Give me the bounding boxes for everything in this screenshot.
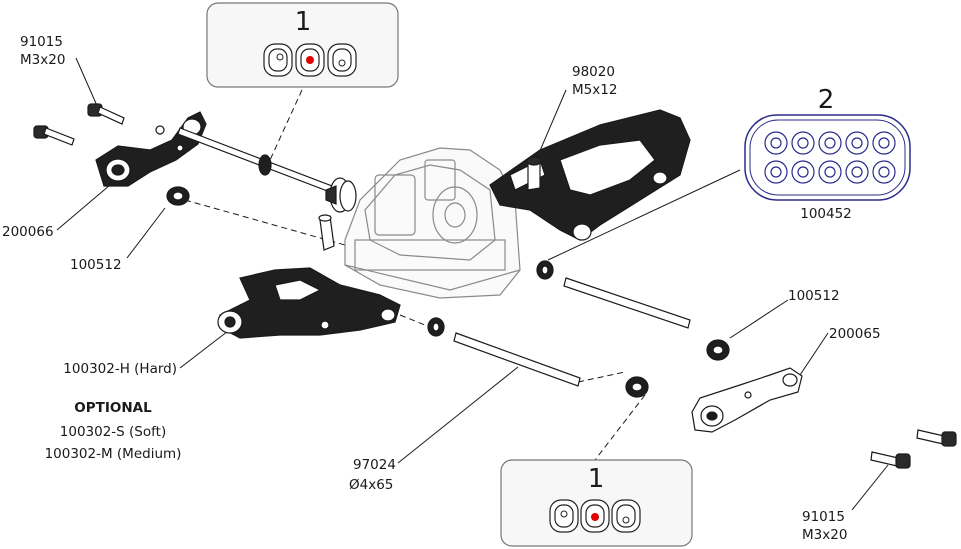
part-number-100302-s: 100302-S (Soft) — [59, 424, 167, 440]
callout-number-1-top: 1 — [294, 7, 312, 37]
spacer-tube — [318, 214, 335, 251]
upper-arm — [489, 109, 691, 241]
leader-lines — [56, 57, 889, 511]
screw-91015-bottom-right — [870, 451, 911, 469]
pin-insert-set-top — [263, 43, 357, 77]
part-number-100512-left: 100512 — [70, 257, 122, 273]
shim-washer-grid — [764, 131, 896, 184]
part-number-200065: 200065 — [829, 326, 881, 342]
callout-box-1-bottom — [500, 459, 693, 547]
part-number-100512-right: 100512 — [788, 288, 840, 304]
front-mount-200066 — [95, 111, 207, 187]
part-number-100452: 100452 — [800, 206, 852, 222]
part-size-m3x20-top-left: M3x20 — [20, 52, 66, 68]
callout-box-2-shims — [744, 114, 911, 201]
dashed-guides — [184, 89, 646, 461]
bushing-lower-rear — [625, 376, 649, 398]
callout-box-1-top — [206, 2, 399, 88]
part-number-91015-top-left: 91015 — [20, 34, 63, 50]
washer-lower — [427, 317, 445, 337]
part-number-98020: 98020 — [572, 64, 615, 80]
part-number-91015-bottom-right: 91015 — [802, 509, 845, 525]
part-size-4x65: Ø4x65 — [349, 477, 394, 493]
bushing-100512-left — [166, 186, 190, 206]
callout-number-1-bottom: 1 — [587, 464, 605, 494]
screw-secondary-top-left — [33, 125, 75, 146]
callout-number-2: 2 — [817, 85, 835, 115]
selected-position-marker-bottom — [591, 513, 599, 521]
part-number-200066: 200066 — [2, 224, 54, 240]
screw-secondary-bottom-right — [916, 429, 957, 447]
screw-98020 — [526, 156, 542, 191]
part-number-97024: 97024 — [353, 457, 396, 473]
part-number-100302-h: 100302-H (Hard) — [63, 361, 177, 377]
lower-arm — [217, 267, 401, 339]
rear-mount-200065 — [691, 367, 803, 433]
output-cup — [325, 177, 357, 213]
part-size-m3x20-bottom-right: M3x20 — [802, 527, 848, 543]
bushing-100512-right — [706, 339, 730, 361]
selected-position-marker-top — [306, 56, 314, 64]
gearbox-assembly — [344, 147, 521, 299]
part-size-m5x12: M5x12 — [572, 82, 618, 98]
washer-upper — [536, 260, 554, 280]
hinge-pin-97024 — [453, 332, 581, 387]
part-number-100302-m: 100302-M (Medium) — [44, 446, 182, 462]
screw-91015-top-left — [87, 103, 125, 125]
optional-heading: OPTIONAL — [74, 400, 152, 416]
drive-shaft — [177, 127, 333, 193]
hinge-pin-upper — [563, 277, 691, 329]
